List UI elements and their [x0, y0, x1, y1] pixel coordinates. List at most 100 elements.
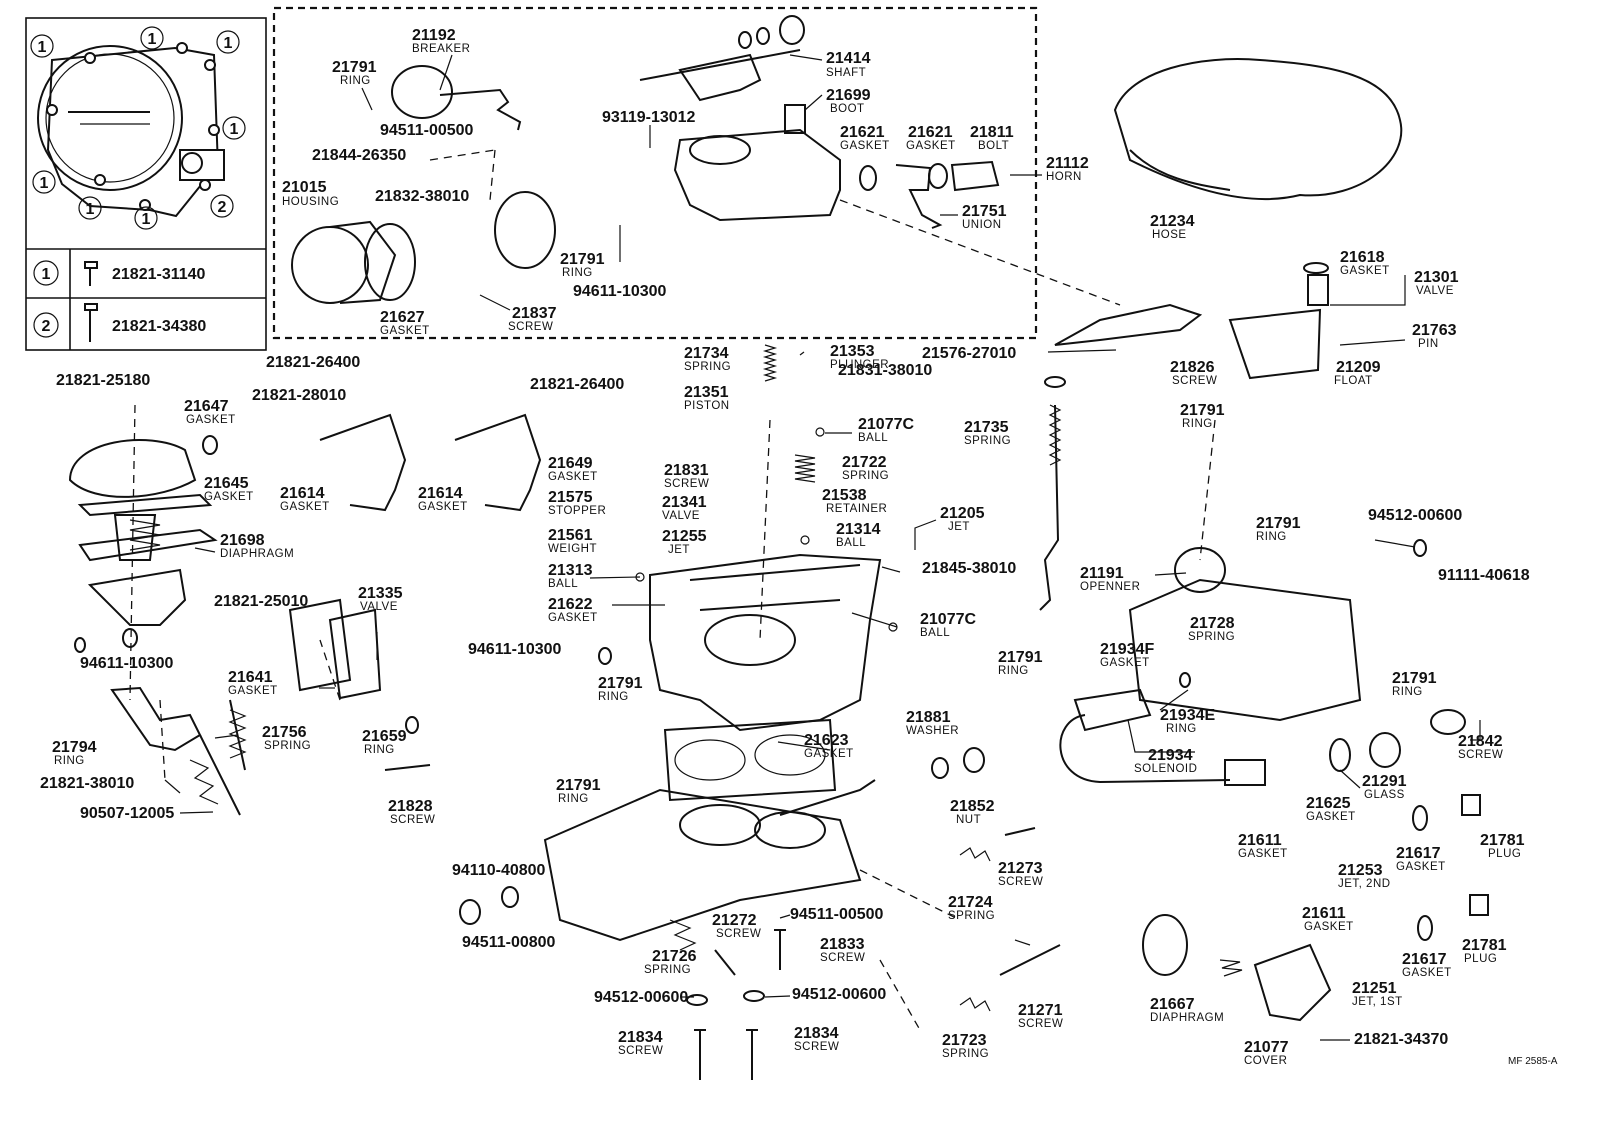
callout-number: 21821-25010	[214, 593, 308, 610]
callout-label: COVER	[1244, 1055, 1287, 1067]
callout-label: GASKET	[840, 140, 890, 152]
callout-number: 21253	[1338, 862, 1383, 879]
callout-number: 21934	[1148, 747, 1193, 764]
callout-label: RING	[998, 665, 1029, 677]
callout-label: GASKET	[1340, 265, 1390, 277]
callout-number: 21614	[418, 485, 463, 502]
legend-key: 2	[42, 318, 51, 335]
callout-label: HOUSING	[282, 196, 339, 208]
callout-number: 21621	[908, 124, 953, 141]
inset-marker: 1	[40, 175, 49, 192]
inset-marker: 1	[148, 31, 157, 48]
callout-number: 94511-00500	[790, 906, 884, 923]
callout-number: 21934E	[1160, 707, 1215, 724]
callout-label: SOLENOID	[1134, 763, 1197, 775]
callout-number: 21934F	[1100, 641, 1154, 658]
callout-label: NUT	[956, 814, 981, 826]
callout-number: 21831-38010	[838, 362, 932, 379]
callout-number: 21834	[618, 1029, 663, 1046]
callout-number: 21845-38010	[922, 560, 1016, 577]
callout-number: 21351	[684, 384, 729, 401]
callout-label: HOSE	[1152, 229, 1187, 241]
callout-number: 21791	[560, 251, 605, 268]
callout-number: 21724	[948, 894, 993, 911]
callout-label: SCREW	[998, 876, 1043, 888]
callout-number: 21647	[184, 398, 229, 415]
callout-label: HORN	[1046, 171, 1082, 183]
callout-number: 21627	[380, 309, 425, 326]
callout-label: PLUG	[1488, 848, 1521, 860]
callout-number: 21832-38010	[375, 188, 469, 205]
callout-label: WEIGHT	[548, 543, 597, 555]
callout-label: GASKET	[1396, 861, 1446, 873]
callout-number: 21698	[220, 532, 265, 549]
callout-number: 21831	[664, 462, 709, 479]
callout-label: SCREW	[618, 1045, 663, 1057]
callout-number: 21791	[1392, 670, 1437, 687]
callout-label: SPRING	[1188, 631, 1235, 643]
callout-label: VALVE	[1416, 285, 1454, 297]
callout-number: 21617	[1396, 845, 1441, 862]
callout-number: 94512-00600	[594, 989, 688, 1006]
callout-number: 21834	[794, 1025, 839, 1042]
callout-number: 21622	[548, 596, 593, 613]
callout-label: DIAPHRAGM	[220, 548, 294, 560]
callout-number: 21205	[940, 505, 985, 522]
part-drawings	[68, 15, 1489, 1080]
callout-number: 21791	[1180, 402, 1225, 419]
callout-number: 21645	[204, 475, 249, 492]
screw-icon	[84, 261, 98, 286]
callout-number: 21763	[1412, 322, 1457, 339]
callout-label: RING	[598, 691, 629, 703]
callout-label: SPRING	[264, 740, 311, 752]
callout-label: RING	[1256, 531, 1287, 543]
callout-label: SCREW	[794, 1041, 839, 1053]
callout-number: 21077	[1244, 1039, 1289, 1056]
callout-number: 21821-38010	[40, 775, 134, 792]
callout-number: 21828	[388, 798, 433, 815]
callout-number: 21735	[964, 419, 1009, 436]
callout-number: 21234	[1150, 213, 1195, 230]
callout-number: 21621	[840, 124, 885, 141]
callout-label: FLOAT	[1334, 375, 1373, 387]
callout-number: 21734	[684, 345, 729, 362]
callout-label: PIN	[1418, 338, 1439, 350]
callout-label: WASHER	[906, 725, 959, 737]
callout-number: 21251	[1352, 980, 1397, 997]
callout-label: GASKET	[1306, 811, 1356, 823]
legend-part: 21821-34380	[112, 318, 206, 335]
callout-label: RING	[562, 267, 593, 279]
callout-label: SCREW	[820, 952, 865, 964]
callout-label: BOOT	[830, 103, 865, 115]
legend-row-1: 1 21821-31140	[33, 260, 206, 286]
callout-label: RING	[54, 755, 85, 767]
callout-label: STOPPER	[548, 505, 606, 517]
callout-label: GASKET	[228, 685, 278, 697]
callout-number: 94611-10300	[573, 283, 667, 300]
callout-number: 21611	[1238, 832, 1282, 849]
callout-number: 21699	[826, 87, 871, 104]
callout-label: SCREW	[508, 321, 553, 333]
callout-number: 21015	[282, 179, 327, 196]
callout-number: 21617	[1402, 951, 1447, 968]
callout-number: 94512-00600	[1368, 507, 1462, 524]
callout-number: 21575	[548, 489, 593, 506]
callout-label: BALL	[548, 578, 578, 590]
callout-number: 94511-00800	[462, 934, 556, 951]
callout-label: OPENNER	[1080, 581, 1140, 593]
callout-number: 21611	[1302, 905, 1346, 922]
callout-number: 21353	[830, 343, 875, 360]
callout-number: 21335	[358, 585, 403, 602]
callout-number: 21273	[998, 860, 1043, 877]
callout-label: SCREW	[390, 814, 435, 826]
callout-label: SPRING	[842, 470, 889, 482]
callout-number: 21191	[1080, 565, 1124, 582]
callout-number: 21881	[906, 709, 951, 726]
legend-key: 1	[42, 266, 51, 283]
callout-label: GASKET	[280, 501, 330, 513]
screw-icon	[84, 303, 98, 342]
callout-number: 21641	[228, 669, 273, 686]
inset-marker: 1	[230, 121, 239, 138]
callout-number: 21667	[1150, 996, 1195, 1013]
